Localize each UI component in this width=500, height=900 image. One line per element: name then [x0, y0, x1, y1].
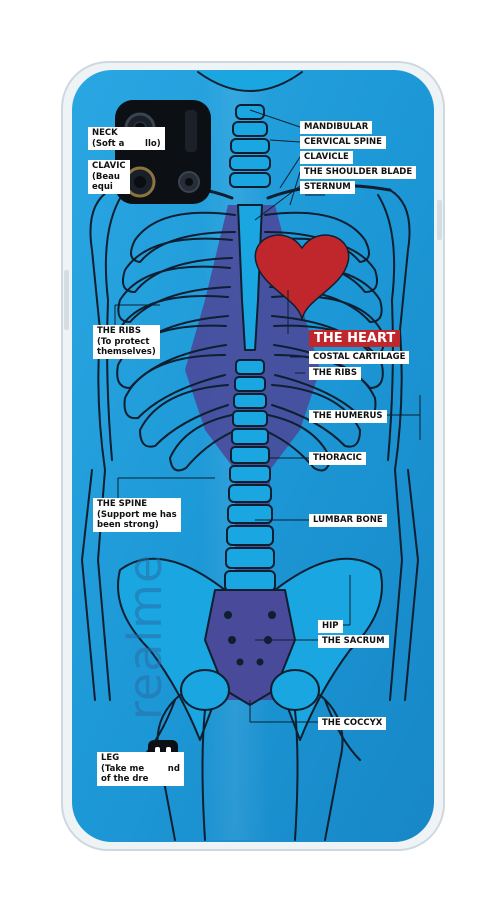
label-spine-sub: (Support me has — [97, 509, 177, 520]
skeleton — [81, 71, 419, 841]
label-clavicle-left-title: CLAVIC — [92, 161, 126, 171]
label-ribs-left: THE RIBS (To protect themselves) — [93, 325, 160, 359]
label-ribs-right: THE RIBS — [309, 367, 361, 380]
label-spine-sub2: been strong) — [97, 520, 159, 530]
label-ribs-left-sub2: themselves) — [97, 347, 156, 357]
label-coccyx: THE COCCYX — [318, 717, 387, 730]
brand-watermark: realme — [118, 553, 172, 720]
label-spine: THE SPINE (Support me has been strong) — [93, 498, 181, 532]
label-neck-title: NECK — [92, 128, 118, 138]
label-clavicle: CLAVICLE — [300, 151, 353, 164]
label-mandibular: MANDIBULAR — [300, 121, 373, 134]
side-button-icon — [437, 200, 442, 240]
label-leg-sub: (Take me — [101, 763, 145, 774]
label-sacrum: THE SACRUM — [318, 635, 389, 648]
label-ribs-left-sub: (To protect — [97, 336, 150, 347]
label-neck-sub: (Soft a — [92, 138, 125, 149]
label-neck: NECK (Soft a llo) — [88, 127, 165, 150]
label-neck-sub2: llo) — [145, 138, 161, 149]
label-hip: HIP — [318, 620, 343, 633]
label-costal-cartilage: COSTAL CARTILAGE — [309, 351, 410, 364]
label-clavicle-left: CLAVIC (Beau equi — [88, 160, 130, 194]
side-button-icon — [64, 270, 69, 330]
label-ribs-left-title: THE RIBS — [97, 326, 141, 336]
label-leg: LEG (Take me nd of the dre — [97, 752, 184, 786]
leader-lines — [100, 109, 421, 761]
label-cervical-spine: CERVICAL SPINE — [300, 136, 386, 149]
label-lumbar-bone: LUMBAR BONE — [309, 514, 387, 527]
label-leg-sub-end: nd — [167, 763, 180, 774]
label-clavicle-left-sub2: equi — [92, 182, 113, 192]
label-leg-title: LEG — [101, 753, 120, 763]
label-thoracic: THORACIC — [309, 452, 366, 465]
label-clavicle-left-sub: (Beau — [92, 171, 120, 182]
label-leg-sub2: of the dre — [101, 774, 149, 784]
label-spine-title: THE SPINE — [97, 499, 148, 509]
label-sternum: STERNUM — [300, 181, 355, 194]
heart-shape — [254, 234, 350, 321]
label-shoulder-blade: THE SHOULDER BLADE — [300, 166, 417, 179]
label-humerus: THE HUMERUS — [309, 410, 387, 423]
label-heart: THE HEART — [309, 330, 401, 347]
